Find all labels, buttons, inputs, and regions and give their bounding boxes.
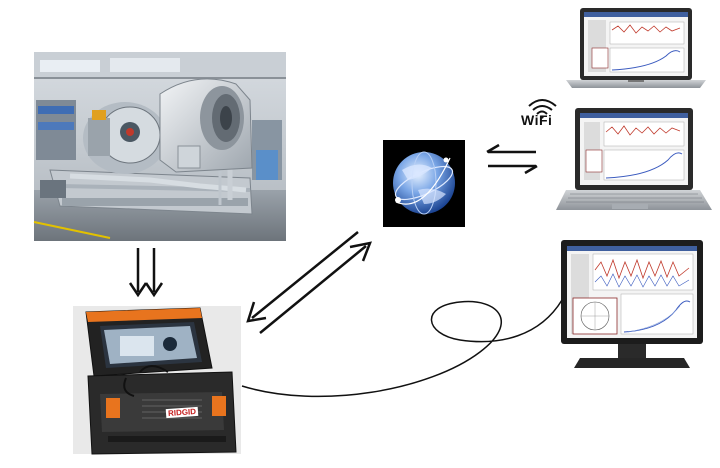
wireless-exchange-arrows xyxy=(486,143,538,175)
laptop-middle xyxy=(556,108,712,210)
turbine-to-case-arrows xyxy=(128,248,164,298)
turbine-photo xyxy=(33,52,286,241)
desktop-monitor xyxy=(561,240,703,368)
data-cable xyxy=(241,299,563,398)
wifi-label: WiFi xyxy=(521,112,553,128)
internet-globe xyxy=(383,140,465,227)
case-internet-arrows xyxy=(246,231,372,334)
acquisition-case xyxy=(73,306,241,455)
wifi-icon xyxy=(528,99,557,119)
laptop-top xyxy=(566,8,706,88)
